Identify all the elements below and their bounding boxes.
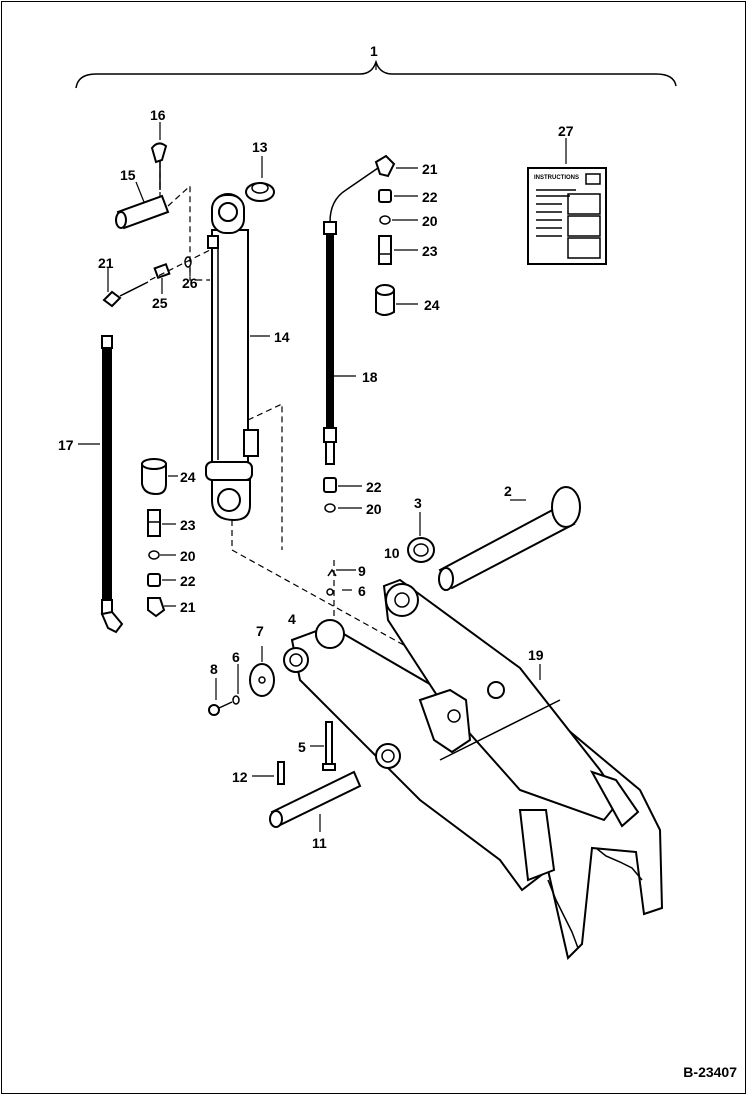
callout-21-left-bottom: 21 xyxy=(180,599,196,615)
fitting-21-left-top xyxy=(102,281,149,308)
callout-19: 19 xyxy=(528,647,544,663)
callout-20-right-mid: 20 xyxy=(366,501,382,517)
adapter-25 xyxy=(153,262,171,280)
callout-4: 4 xyxy=(288,611,296,627)
adapter-23-right xyxy=(378,235,392,265)
callout-2: 2 xyxy=(504,483,512,499)
washer-6-upper xyxy=(326,588,334,596)
hose-18 xyxy=(323,167,379,465)
callout-16: 16 xyxy=(150,107,166,123)
callout-20-left: 20 xyxy=(180,548,196,564)
bolt-5 xyxy=(322,721,336,771)
adapter-23-left xyxy=(147,509,161,537)
leader-lines xyxy=(78,62,567,832)
callout-21-right: 21 xyxy=(422,161,438,177)
bolt-8 xyxy=(208,701,233,716)
callout-23-left: 23 xyxy=(180,517,196,533)
callout-6-lower: 6 xyxy=(232,649,240,665)
spacer-10 xyxy=(385,583,419,617)
bushing-13 xyxy=(245,182,275,202)
callout-7: 7 xyxy=(256,623,264,639)
oring-20-right-top xyxy=(379,215,391,225)
callout-20-right-top: 20 xyxy=(422,213,438,229)
callout-14: 14 xyxy=(274,329,290,345)
callout-6-upper: 6 xyxy=(358,583,366,599)
thumb-frame-19 xyxy=(283,578,664,960)
callout-21-left-top: 21 xyxy=(98,255,114,271)
pin-11 xyxy=(269,770,362,828)
callout-8: 8 xyxy=(210,661,218,677)
pivot-pin-2 xyxy=(438,486,581,591)
cap-24-left xyxy=(141,458,167,496)
fitting-22-right-top xyxy=(378,189,392,203)
callout-10: 10 xyxy=(384,545,400,561)
callout-12: 12 xyxy=(232,769,248,785)
decal-header-text: INSTRUCTIONS xyxy=(534,175,579,181)
callout-11: 11 xyxy=(312,835,327,851)
oring-20-right-mid xyxy=(324,503,336,513)
instruction-decal-27 xyxy=(527,167,607,265)
fastener-16 xyxy=(150,142,168,190)
callout-5: 5 xyxy=(298,739,306,755)
hose-17 xyxy=(100,335,124,634)
callout-18: 18 xyxy=(362,369,378,385)
callout-23-right: 23 xyxy=(422,243,438,259)
drawing-number: B-23407 xyxy=(683,1064,737,1080)
oring-26 xyxy=(184,256,192,268)
callout-17: 17 xyxy=(58,437,74,453)
fitting-21-right xyxy=(374,154,396,178)
callout-1: 1 xyxy=(370,43,378,59)
callout-15: 15 xyxy=(120,167,136,183)
callout-9: 9 xyxy=(358,563,366,579)
callout-26: 26 xyxy=(182,275,198,291)
callout-22-right-top: 22 xyxy=(422,189,438,205)
callout-22-right-mid: 22 xyxy=(366,479,382,495)
fitting-22-right-mid xyxy=(323,477,337,493)
callout-24-left: 24 xyxy=(180,469,196,485)
pin-15 xyxy=(115,194,170,230)
washer-6-lower xyxy=(232,695,240,705)
callout-25: 25 xyxy=(152,295,168,311)
hydraulic-cylinder xyxy=(205,193,259,522)
pin-12 xyxy=(277,761,285,785)
bushing-3 xyxy=(407,537,435,563)
callout-22-left: 22 xyxy=(180,573,196,589)
fitting-22-left xyxy=(147,573,161,587)
callout-27: 27 xyxy=(558,123,574,139)
callout-24-right: 24 xyxy=(424,297,440,313)
oring-20-left xyxy=(148,550,160,560)
grease-fitting-9 xyxy=(327,568,337,577)
fitting-21-left-bottom xyxy=(147,597,166,618)
cap-24-right xyxy=(375,284,395,316)
washer-7 xyxy=(249,663,275,697)
spacer-4 xyxy=(315,619,345,649)
callout-3: 3 xyxy=(414,495,422,511)
callout-13: 13 xyxy=(252,139,268,155)
